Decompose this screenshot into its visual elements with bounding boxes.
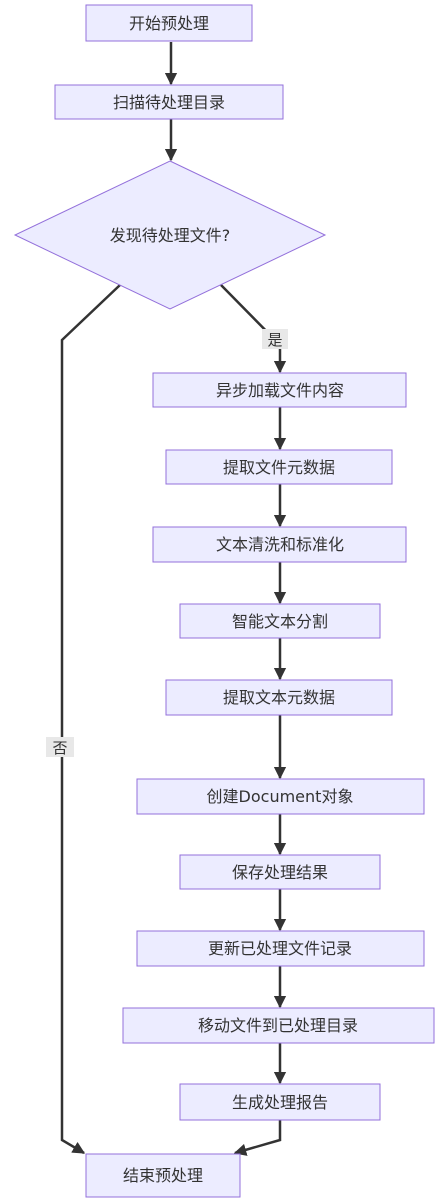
node-report: 生成处理报告: [179, 1083, 381, 1121]
edge-decision-load: [220, 284, 287, 374]
node-load-label: 异步加载文件内容: [216, 381, 344, 400]
node-decision: 发现待处理文件?: [13, 160, 327, 310]
node-load: 异步加载文件内容: [152, 372, 407, 408]
node-clean: 文本清洗和标准化: [152, 526, 407, 563]
node-create-doc: 创建Document对象: [136, 778, 425, 815]
node-move-label: 移动文件到已处理目录: [198, 1016, 358, 1035]
node-save: 保存处理结果: [179, 854, 381, 890]
edge-label-yes: 是: [262, 329, 288, 349]
node-end: 结束预处理: [85, 1153, 241, 1198]
edge-label-yes-text: 是: [267, 331, 282, 349]
node-start-label: 开始预处理: [129, 14, 209, 33]
node-scan-label: 扫描待处理目录: [113, 93, 225, 112]
node-update-record-label: 更新已处理文件记录: [208, 939, 352, 958]
node-report-label: 生成处理报告: [232, 1093, 328, 1112]
node-decision-label: 发现待处理文件?: [110, 226, 231, 245]
node-extract-file-meta: 提取文件元数据: [165, 449, 393, 485]
node-move: 移动文件到已处理目录: [122, 1007, 435, 1044]
node-split: 智能文本分割: [179, 603, 381, 639]
node-clean-label: 文本清洗和标准化: [216, 535, 344, 554]
node-save-label: 保存处理结果: [232, 863, 328, 882]
edge-label-no: 否: [46, 737, 74, 757]
node-scan: 扫描待处理目录: [54, 84, 284, 120]
node-split-label: 智能文本分割: [232, 612, 328, 631]
node-start: 开始预处理: [85, 4, 253, 42]
edge-label-no-text: 否: [52, 739, 67, 757]
node-extract-text-meta: 提取文本元数据: [165, 679, 393, 716]
edge-decision-end: [60, 284, 121, 1155]
node-create-doc-label: 创建Document对象: [207, 787, 354, 806]
node-update-record: 更新已处理文件记录: [136, 930, 425, 967]
node-extract-text-meta-label: 提取文本元数据: [223, 688, 335, 707]
node-extract-file-meta-label: 提取文件元数据: [223, 458, 335, 477]
node-end-label: 结束预处理: [123, 1166, 203, 1185]
edge-report-end: [233, 1120, 282, 1156]
